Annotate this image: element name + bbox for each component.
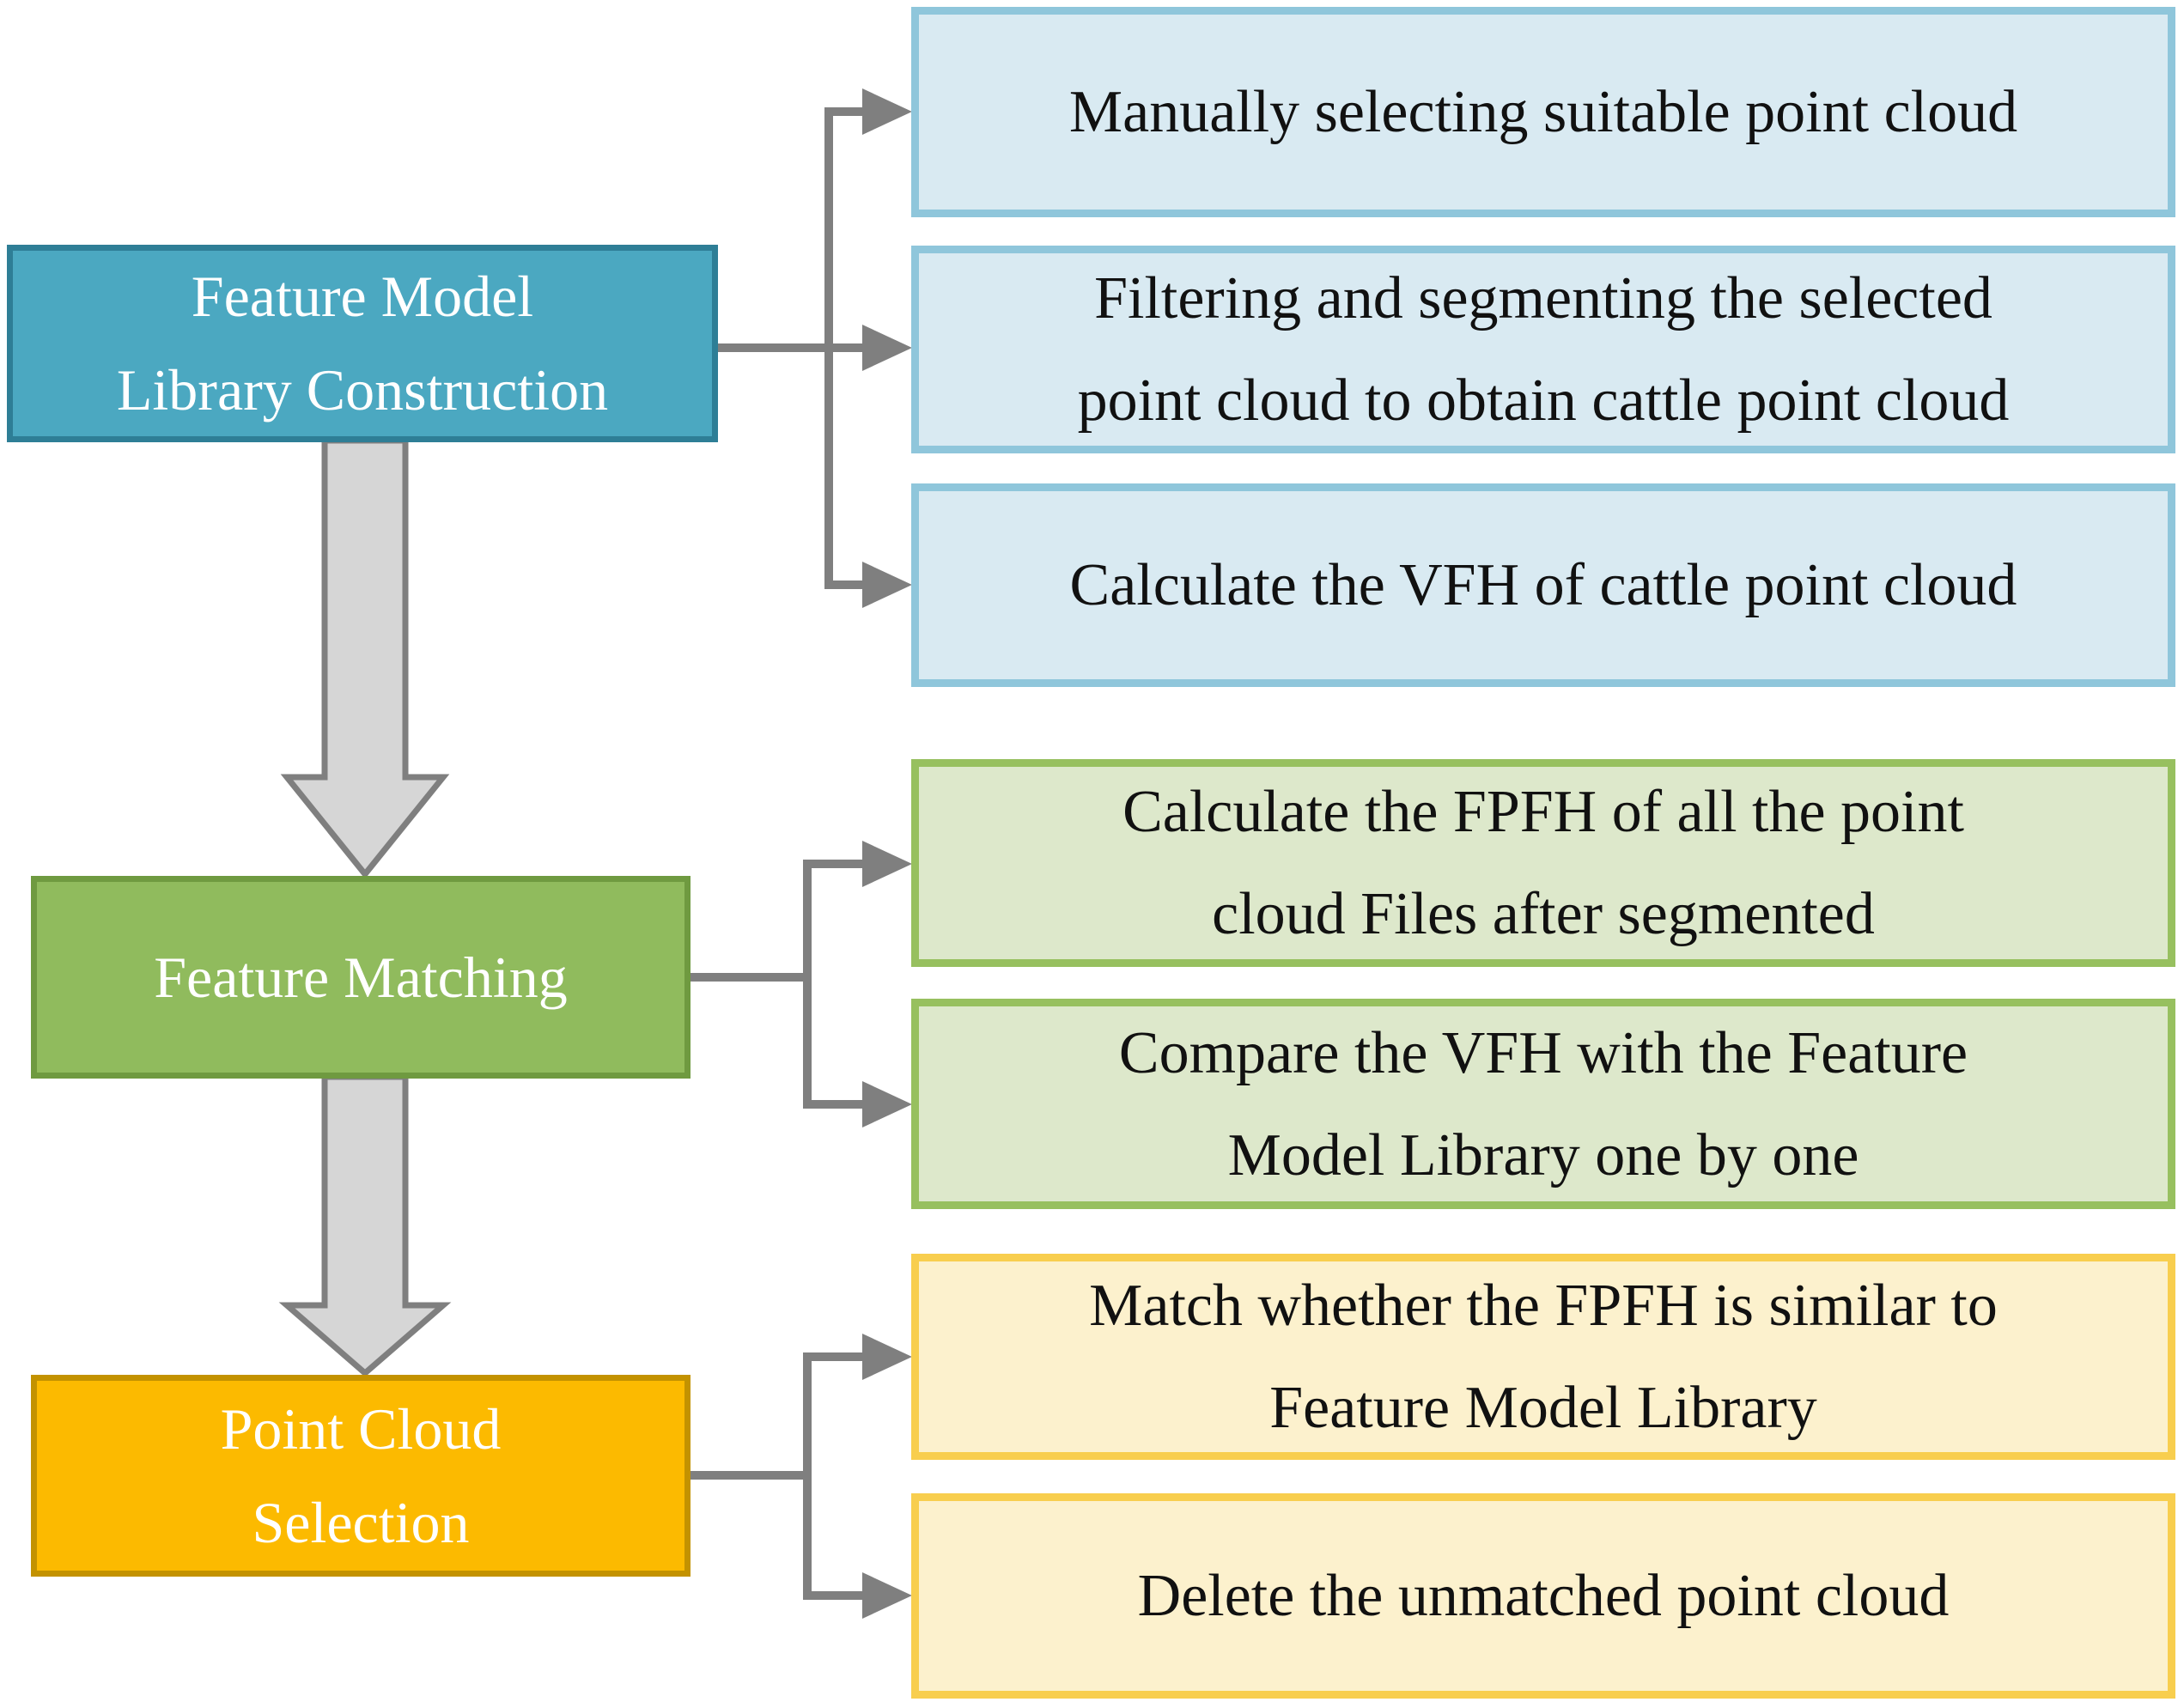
- arrowhead-icon: [862, 325, 912, 371]
- step-box-filter-segment: Filtering and segmenting the selected po…: [911, 246, 2175, 453]
- step-label: Manually selecting suitable point cloud: [1068, 79, 2018, 145]
- step-label: Calculate the FPFH of all the point clou…: [1122, 779, 1964, 947]
- stage-box-point-cloud-selection: Point Cloud Selection: [31, 1375, 690, 1577]
- stage-box-feature-model-library-construction: Feature Model Library Construction: [7, 245, 718, 442]
- step-label: Filtering and segmenting the selected po…: [1077, 265, 2010, 434]
- stage-label: Feature Model Library Construction: [116, 264, 609, 422]
- arrowhead-icon: [862, 1334, 912, 1380]
- step-label: Match whether the FPFH is similar to Fea…: [1089, 1273, 1998, 1441]
- step-box-calculate-fpfh: Calculate the FPFH of all the point clou…: [911, 759, 2175, 967]
- stage-label: Point Cloud Selection: [220, 1395, 502, 1555]
- step-label: Calculate the VFH of cattle point cloud: [1069, 552, 2017, 618]
- down-block-arrow-2: [278, 1073, 452, 1377]
- arrowhead-icon: [862, 1081, 912, 1128]
- arrowhead-icon: [862, 1572, 912, 1619]
- step-box-compare-vfh: Compare the VFH with the Feature Model L…: [911, 999, 2175, 1209]
- down-block-arrow-1: [280, 437, 450, 879]
- arrowhead-icon: [862, 88, 912, 135]
- step-box-match-fpfh: Match whether the FPFH is similar to Fea…: [911, 1254, 2175, 1460]
- step-label: Compare the VFH with the Feature Model L…: [1118, 1019, 1968, 1188]
- step-label: Delete the unmatched point cloud: [1137, 1563, 1950, 1629]
- step-box-manual-selection: Manually selecting suitable point cloud: [911, 7, 2175, 217]
- arrowhead-icon: [862, 562, 912, 608]
- step-box-calculate-vfh: Calculate the VFH of cattle point cloud: [911, 483, 2175, 687]
- step-box-delete-unmatched: Delete the unmatched point cloud: [911, 1493, 2175, 1699]
- stage-label: Feature Matching: [154, 944, 568, 1010]
- stage-box-feature-matching: Feature Matching: [31, 876, 690, 1079]
- arrowhead-icon: [862, 841, 912, 887]
